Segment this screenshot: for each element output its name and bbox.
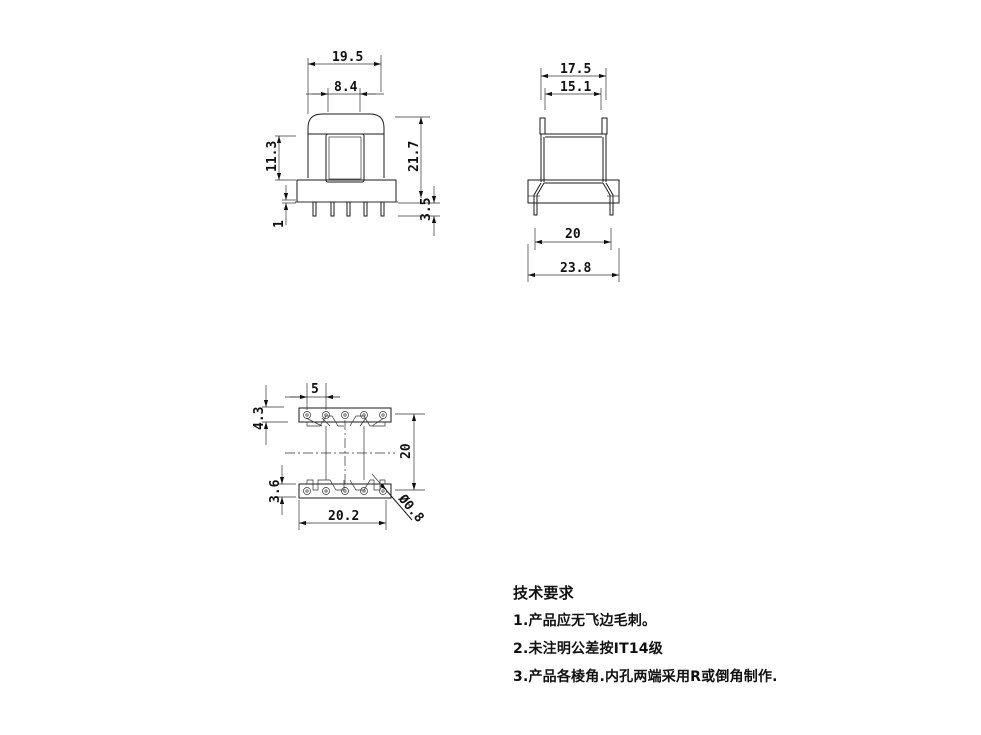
dim-19-5: 19.5 bbox=[332, 50, 363, 65]
dim-17-5: 17.5 bbox=[560, 62, 591, 77]
side-view: 17.5 15.1 20 23.8 bbox=[527, 62, 620, 282]
note-item: 1.产品应无飞边毛刺。 bbox=[513, 613, 657, 629]
dim-20-2: 20.2 bbox=[328, 509, 359, 524]
note-item: 2.未注明公差按IT14级 bbox=[513, 641, 663, 657]
dim-3-6: 3.6 bbox=[268, 479, 283, 503]
dim-8-4: 8.4 bbox=[334, 80, 358, 95]
dim-5: 5 bbox=[311, 382, 319, 397]
dim-23-8: 23.8 bbox=[560, 261, 591, 276]
dim-21-7: 21.7 bbox=[407, 141, 422, 172]
dim-20-side: 20 bbox=[565, 227, 581, 242]
technical-requirements: 技术要求 1.产品应无飞边毛刺。 2.未注明公差按IT14级 3.产品各棱角.内… bbox=[513, 579, 778, 691]
bottom-view: 5 4.3 3.6 20 20.2 Ø0.8 bbox=[252, 382, 427, 530]
dim-20-bottom: 20 bbox=[399, 443, 414, 459]
dim-11-3: 11.3 bbox=[265, 141, 280, 172]
dim-3-5: 3.5 bbox=[419, 198, 434, 221]
dim-4-3: 4.3 bbox=[252, 407, 267, 430]
dim-hole-diameter: Ø0.8 bbox=[394, 491, 426, 526]
note-item: 3.产品各棱角.内孔两端采用R或倒角制作. bbox=[513, 669, 778, 685]
dim-1: 1 bbox=[272, 220, 287, 228]
notes-title: 技术要求 bbox=[513, 584, 574, 602]
dim-15-1: 15.1 bbox=[560, 80, 591, 95]
front-view: 19.5 8.4 11.3 1 21.7 3.5 bbox=[265, 50, 440, 236]
